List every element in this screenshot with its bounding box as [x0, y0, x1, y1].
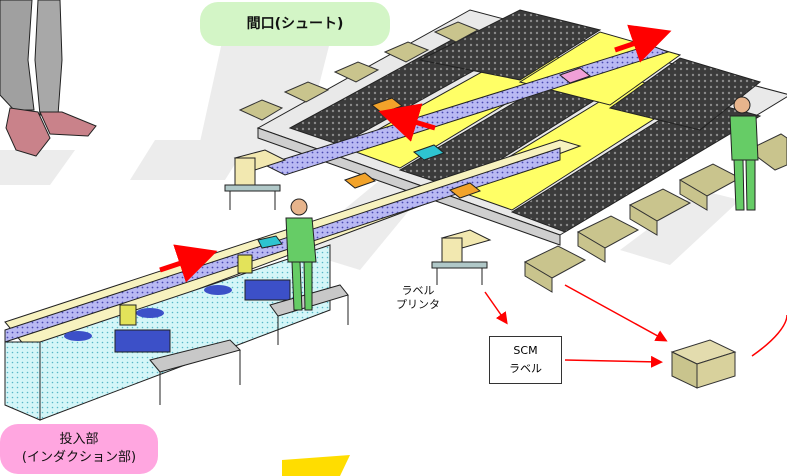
cardboard-boxes [523, 133, 787, 293]
induction-label-line2: (インダクション部) [21, 450, 137, 465]
flow-arrows [159, 24, 787, 368]
worker-chute [729, 96, 759, 211]
induction-label-line1: 投入部 [59, 432, 99, 447]
chute-label: 間口(シュート) [200, 2, 390, 46]
induction-label: 投入部 (インダクション部) [0, 424, 158, 474]
printer-label: ラベル プリンタ [396, 284, 440, 312]
worker-induction [257, 198, 317, 311]
chute-row-back [238, 21, 480, 121]
person-legs-illustration [0, 0, 97, 157]
printer-label-line1: ラベル [401, 284, 435, 297]
scm-label-line2: ラベル [509, 362, 542, 375]
printer-label-line2: プリンタ [396, 298, 440, 311]
packed-box [670, 339, 737, 389]
label-printers [224, 149, 492, 285]
scm-label-box: SCM ラベル [489, 336, 562, 384]
chute-label-text: 間口(シュート) [246, 16, 344, 32]
scm-label-line1: SCM [513, 344, 538, 357]
induction-stations [114, 254, 349, 405]
yellow-decoration [282, 455, 350, 476]
